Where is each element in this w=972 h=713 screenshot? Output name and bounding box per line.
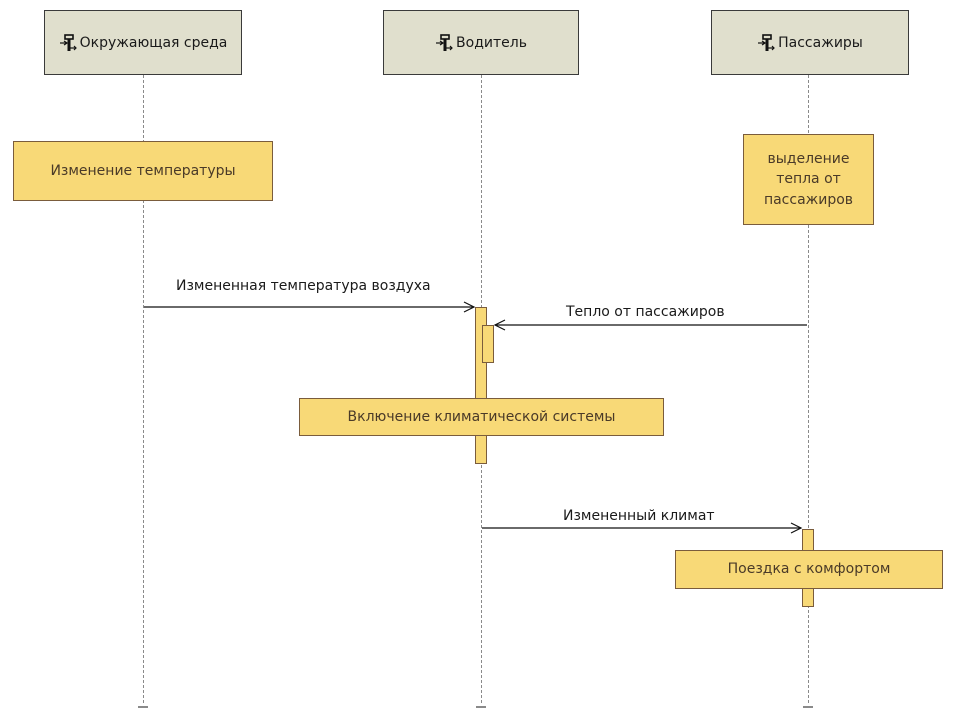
participant-icon [757,33,775,52]
participant-icon [59,33,77,52]
lifeline-end-driver [476,706,486,708]
participant-label: Пассажиры [778,34,863,51]
message-arrow-env-to-driver[interactable] [144,301,476,313]
participant-label: Окружающая среда [79,34,228,51]
participant-driver[interactable]: Водитель [383,10,579,75]
state-label: Поездка с комфортом [727,561,891,578]
lifeline-environment [143,75,144,703]
lifeline-passengers [808,75,809,703]
lifeline-end-environment [138,706,148,708]
message-arrow-driver-to-passengers[interactable] [482,522,803,534]
state-label: Включение климатической системы [347,408,616,425]
state-climate-system-on[interactable]: Включение климатической системы [299,398,664,436]
message-arrow-passengers-to-driver[interactable] [493,319,807,331]
participant-environment[interactable]: Окружающая среда [44,10,242,75]
lifeline-end-passengers [803,706,813,708]
message-label: Тепло от пассажиров [566,304,725,320]
message-label: Измененная температура воздуха [176,278,431,294]
state-comfort-ride[interactable]: Поездка с комфортом [675,550,943,589]
state-temperature-change[interactable]: Изменение температуры [13,141,273,201]
state-label: Изменение температуры [50,162,236,179]
state-label: выделение тепла от пассажиров [763,151,854,208]
participant-label: Водитель [456,34,527,51]
activation-driver-nested [482,325,494,363]
participant-icon [435,33,453,52]
state-passenger-heat[interactable]: выделение тепла от пассажиров [743,134,874,225]
participant-passengers[interactable]: Пассажиры [711,10,909,75]
message-label: Измененный климат [563,508,715,524]
